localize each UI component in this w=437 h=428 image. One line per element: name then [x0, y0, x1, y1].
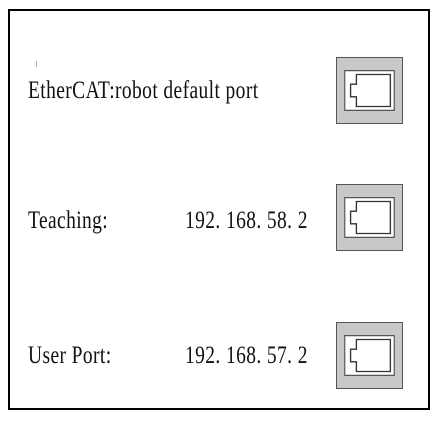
- port-label: Teaching:: [28, 207, 109, 234]
- ethernet-port-glyph: [344, 70, 395, 111]
- port-value: 192. 168. 58. 2: [185, 207, 308, 234]
- ethernet-port-glyph: [344, 335, 395, 376]
- port-label: EtherCAT:robot default port: [28, 77, 259, 104]
- decorative-tick: [36, 61, 37, 67]
- port-label: User Port:: [28, 342, 112, 369]
- ethernet-port-icon[interactable]: [336, 184, 403, 251]
- port-panel: EtherCAT:robot default port Teaching: 19…: [8, 9, 430, 410]
- ethernet-port-icon[interactable]: [336, 322, 403, 389]
- ethernet-port-glyph: [344, 197, 395, 238]
- port-value: 192. 168. 57. 2: [185, 342, 308, 369]
- port-row-ethercat: EtherCAT:robot default port: [10, 56, 428, 126]
- port-row-teaching: Teaching: 192. 168. 58. 2: [10, 184, 428, 256]
- ethernet-port-icon[interactable]: [336, 57, 403, 124]
- port-row-user: User Port: 192. 168. 57. 2: [10, 321, 428, 391]
